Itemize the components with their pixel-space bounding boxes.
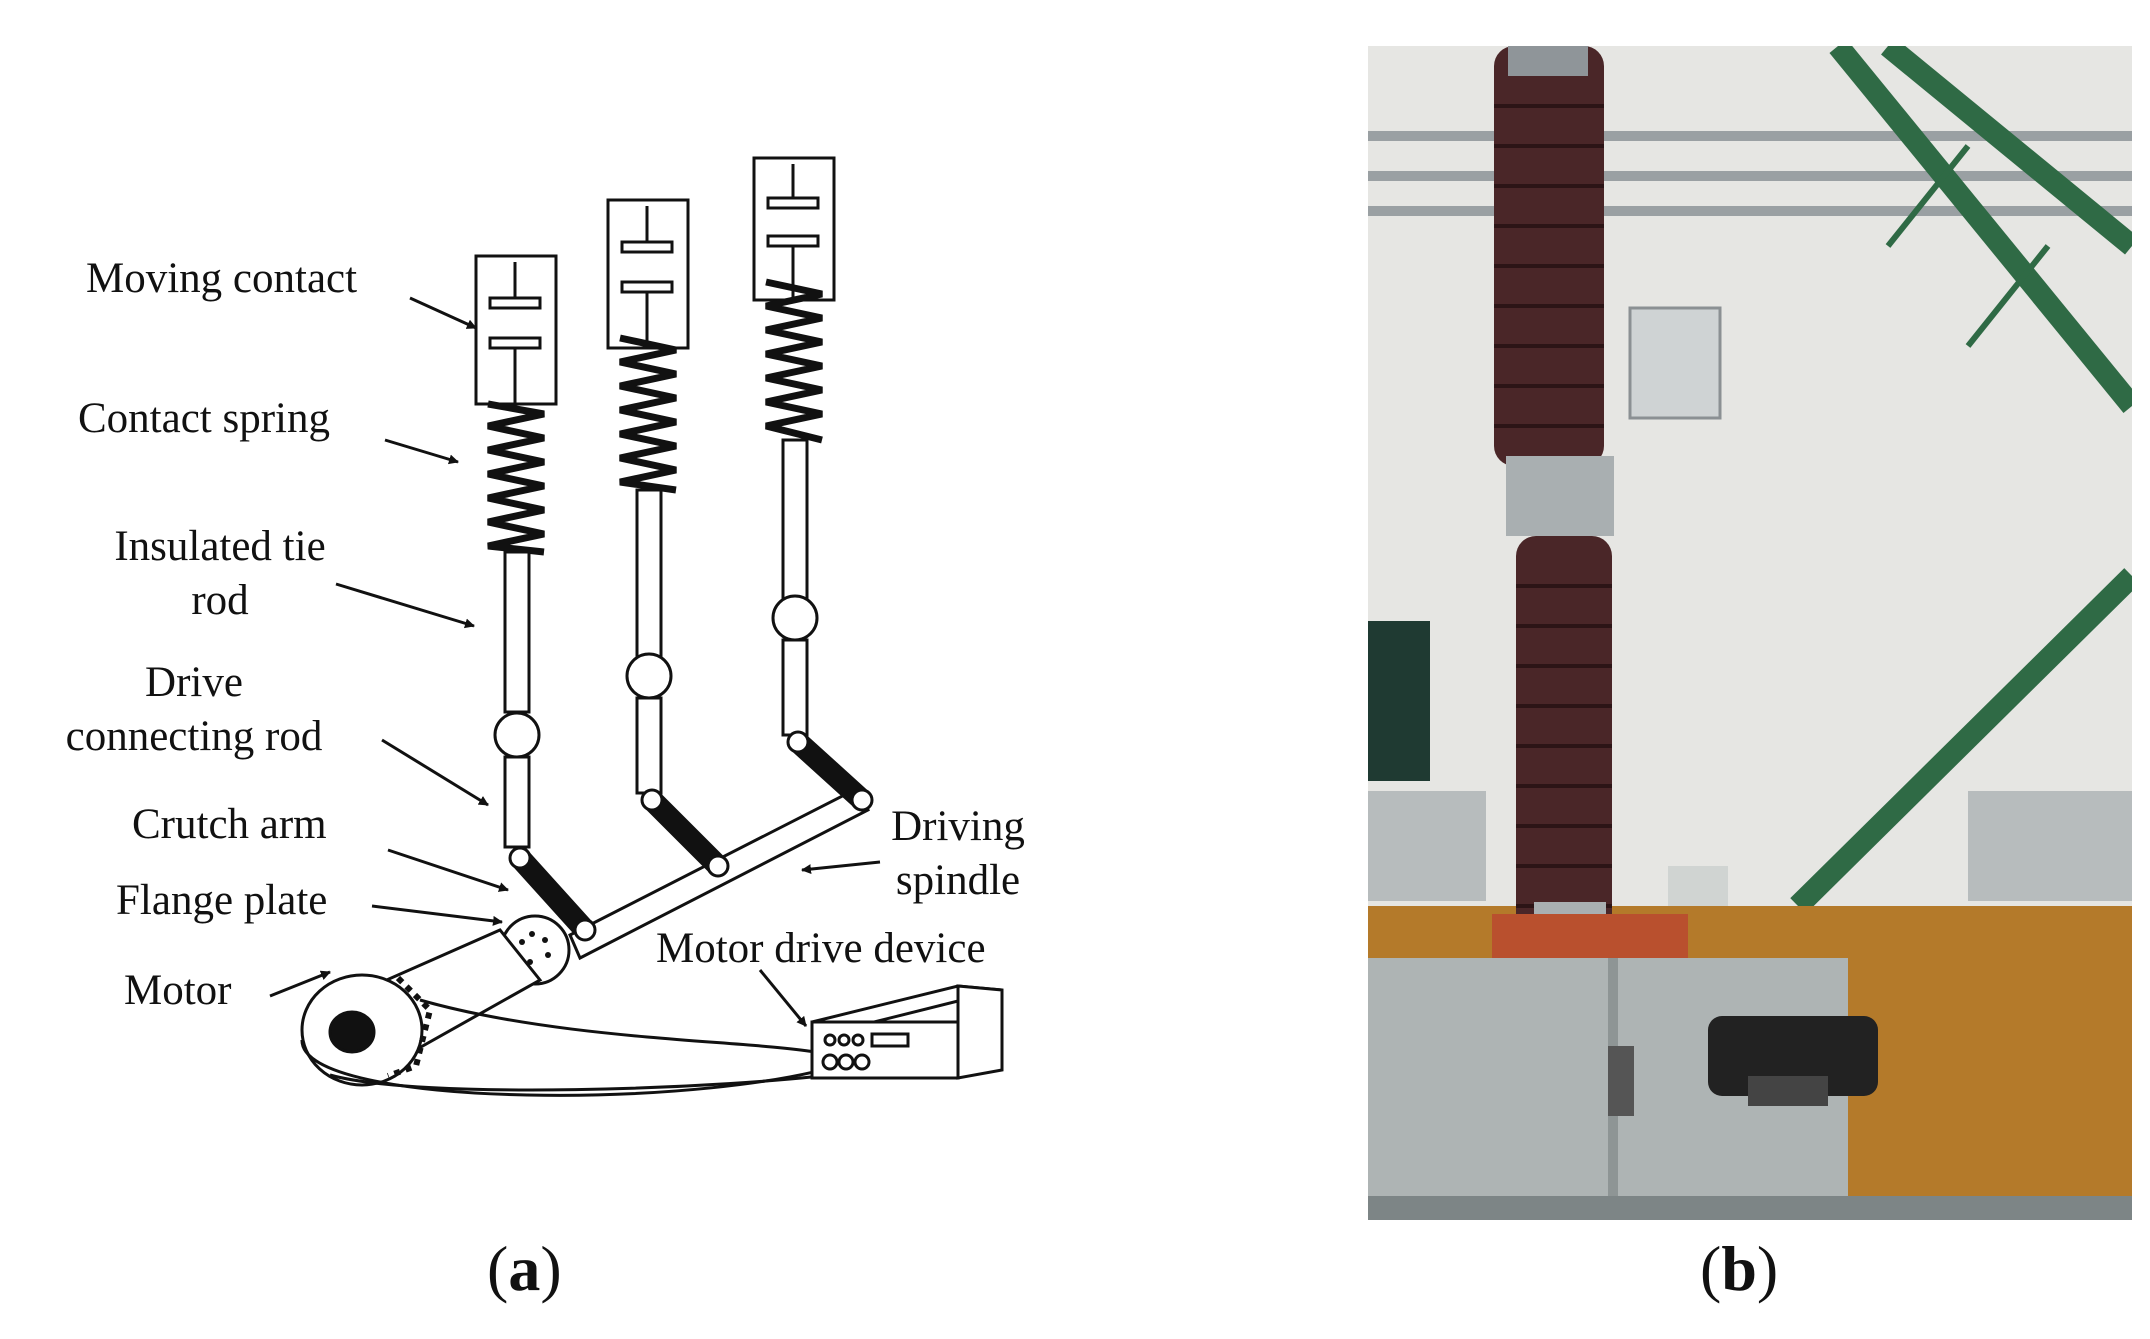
label-drive-connecting-rod-line2: connecting rod [65, 712, 323, 760]
label-contact-spring: Contact spring [78, 395, 330, 442]
contact-spring-3 [765, 278, 823, 444]
caption-b: (b) [1700, 1232, 1778, 1306]
label-driving-spindle: Driving spindle [868, 800, 1048, 908]
caption-b-letter: b [1721, 1233, 1757, 1304]
contact-spring-2 [619, 334, 677, 494]
contact-spring-1 [487, 400, 545, 556]
crutch-arm-2 [641, 789, 729, 877]
circuit-breaker-photo [1368, 46, 2132, 1220]
label-flange-plate: Flange plate [116, 877, 328, 924]
drive-connecting-rod-1 [503, 755, 531, 849]
label-insulated-tie-rod: Insulated tie rod [92, 520, 348, 628]
drive-connecting-rod-3 [781, 638, 809, 737]
insulated-tie-rod-2 [635, 488, 663, 662]
caption-a: (a) [487, 1232, 562, 1306]
label-motor-drive-device: Motor drive device [656, 925, 986, 972]
label-moving-contact: Moving contact [86, 255, 358, 302]
label-crutch-arm: Crutch arm [132, 801, 327, 848]
label-drive-connecting-rod: Drive connecting rod [44, 656, 344, 764]
drive-connecting-rod-2 [635, 696, 663, 795]
crutch-arm-1 [509, 847, 596, 941]
label-driving-spindle-line2: spindle [895, 856, 1021, 904]
insulated-tie-rod-1 [503, 550, 531, 714]
insulated-tie-rod-3 [781, 438, 809, 618]
label-motor: Motor [124, 967, 232, 1014]
caption-b-close: ) [1756, 1233, 1779, 1304]
label-insulated-tie-rod-line1: Insulated tie [114, 523, 326, 570]
caption-b-open: ( [1700, 1233, 1722, 1304]
caption-a-close: ) [540, 1233, 562, 1304]
motor-drive-device [810, 984, 1004, 1080]
label-driving-spindle-line1: Driving [891, 803, 1025, 850]
crutch-arm-3 [787, 731, 873, 811]
caption-a-open: ( [487, 1233, 509, 1304]
label-drive-connecting-rod-line1: Drive [145, 659, 243, 706]
caption-a-letter: a [508, 1233, 541, 1304]
label-insulated-tie-rod-line2: rod [191, 576, 249, 624]
schematic-diagram [269, 156, 1004, 1097]
